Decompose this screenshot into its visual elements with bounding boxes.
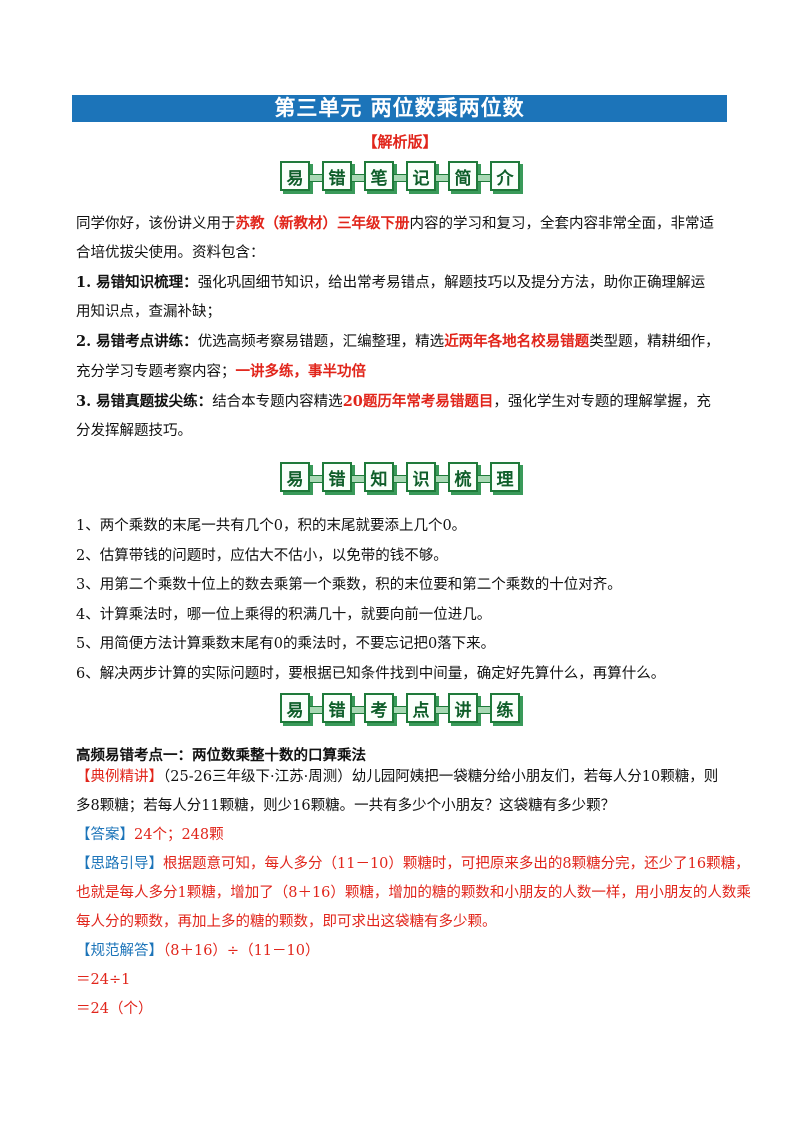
heading-char: 错	[322, 462, 352, 492]
list-item: 2、估算带钱的问题时，应估大不估小，以免带的钱不够。	[76, 547, 448, 564]
heading-char: 讲	[448, 693, 478, 723]
list-item: 5、用简便方法计算乘数末尾有0的乘法时，不要忘记把0落下来。	[76, 636, 496, 652]
heading-char: 错	[322, 693, 352, 723]
heading-char: 错	[322, 161, 352, 191]
heading-char: 梳	[448, 462, 478, 492]
intro-paragraph: 同学你好，该份讲义用于苏教（新教材）三年级下册内容的学习和复习，全套内容非常全面…	[76, 215, 720, 439]
heading-practice: 易 错 考 点 讲 练	[0, 693, 800, 723]
heading-char: 记	[406, 161, 436, 191]
example-block: 【典例精讲】（25-26三年级下·江苏·周测）幼儿园阿姨把一袋糖分给小朋友们，若…	[76, 769, 751, 1017]
heading-char: 练	[490, 693, 520, 723]
page-title: 第三单元 两位数乘两位数	[72, 95, 727, 122]
heading-char: 易	[280, 693, 310, 723]
knowledge-list: 1、两个乘数的末尾一共有几个0，积的末尾就要添上几个0。 2、估算带钱的问题时，…	[76, 512, 736, 689]
heading-char: 识	[406, 462, 436, 492]
heading-char: 笔	[364, 161, 394, 191]
heading-char: 易	[280, 462, 310, 492]
heading-char: 简	[448, 161, 478, 191]
edition-subtitle: 【解析版】	[362, 133, 438, 151]
list-item: 1、两个乘数的末尾一共有几个0，积的末尾就要添上几个0。	[76, 518, 467, 534]
list-item: 3、用第二个乘数十位上的数去乘第一个乘数，积的末位要和第二个乘数的十位对齐。	[76, 577, 622, 593]
heading-notes-intro: 易 错 笔 记 简 介	[0, 161, 800, 191]
heading-char: 介	[490, 161, 520, 191]
list-item: 6、解决两步计算的实际问题时，要根据已知条件找到中间量，确定好先算什么，再算什么…	[76, 665, 666, 682]
list-item: 4、计算乘法时，哪一位上乘得的积满几十，就要向前一位进几。	[76, 606, 492, 623]
heading-char: 点	[406, 693, 436, 723]
section-title: 高频易错考点一：两位数乘整十数的口算乘法	[76, 748, 366, 764]
heading-char: 知	[364, 462, 394, 492]
heading-char: 理	[490, 462, 520, 492]
heading-char: 易	[280, 161, 310, 191]
heading-knowledge: 易 错 知 识 梳 理	[0, 462, 800, 492]
heading-char: 考	[364, 693, 394, 723]
